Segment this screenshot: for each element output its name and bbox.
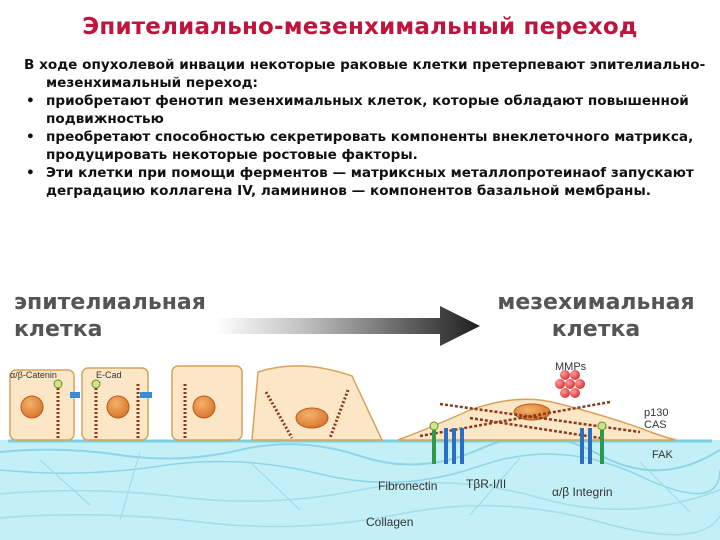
- epithelial-cell-label: эпителиальная клетка: [14, 289, 206, 343]
- bullet-marker: •: [26, 129, 35, 145]
- epithelial-label-line1: эпителиальная: [14, 290, 206, 315]
- transitional-cell: [251, 365, 384, 441]
- mmps-label: MMPs: [555, 361, 587, 373]
- catenin-label: α/β-Catenin: [10, 370, 57, 380]
- integrin-label: α/β Integrin: [552, 485, 613, 499]
- bullet-marker: •: [26, 165, 35, 181]
- transition-arrow: [216, 306, 480, 346]
- epithelial-cell-2: [81, 367, 152, 441]
- bullet-item: • приобретают фенотип мезенхимальных кле…: [24, 92, 714, 128]
- bullet-marker: •: [26, 93, 35, 109]
- emt-diagram: α/β-Catenin E-Cad MMPs p130 CAS FAK Fibr…: [0, 306, 720, 540]
- fak-label: FAK: [652, 449, 673, 461]
- fibronectin-label: Fibronectin: [378, 479, 437, 493]
- slide-body: В ходе опухолевой инвации некоторые рако…: [24, 56, 714, 200]
- extracellular-matrix: [0, 435, 720, 540]
- mesenchymal-label-line1: мезехимальная: [497, 290, 695, 315]
- epithelial-label-line2: клетка: [14, 317, 103, 342]
- p130-label: p130: [644, 407, 668, 419]
- bullet-text: Эти клетки при помощи ферментов — матрик…: [46, 165, 694, 199]
- tbr-label: TβR-I/II: [466, 477, 506, 491]
- epithelial-cell-3: [171, 365, 243, 441]
- bullet-item: • преобретают способностью секретировать…: [24, 128, 714, 164]
- bullet-text: приобретают фенотип мезенхимальных клето…: [46, 93, 689, 127]
- bullet-list: • приобретают фенотип мезенхимальных кле…: [24, 92, 714, 200]
- epithelial-cell-1: [9, 369, 80, 441]
- mmp-cluster: [555, 370, 585, 398]
- slide-title: Эпителиально-мезенхимальный переход: [82, 14, 638, 40]
- cas-label: CAS: [644, 419, 667, 431]
- mesenchymal-label-line2: клетка: [551, 317, 641, 342]
- bullet-item: • Эти клетки при помощи ферментов — матр…: [24, 164, 714, 200]
- collagen-label: Collagen: [366, 515, 413, 529]
- bullet-text: преобретают способностью секретировать к…: [46, 129, 694, 163]
- intro-paragraph: В ходе опухолевой инвации некоторые рако…: [24, 57, 706, 91]
- figure-labels: α/β-Catenin E-Cad MMPs p130 CAS FAK Fibr…: [10, 361, 673, 529]
- ecad-label: E-Cad: [96, 370, 122, 380]
- mesenchymal-cell: [397, 398, 677, 464]
- mesenchymal-cell-label: мезехимальная клетка: [496, 289, 696, 343]
